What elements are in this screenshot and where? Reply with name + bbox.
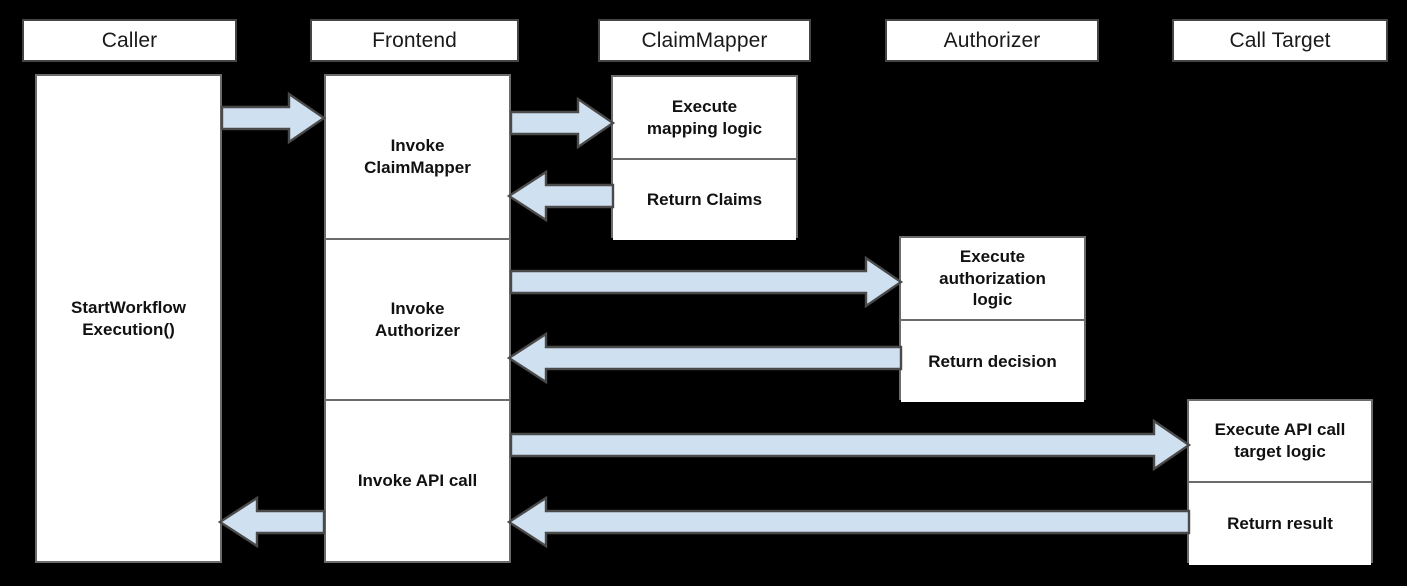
lifeline-calltarget: Execute API call target logic Return res… xyxy=(1187,399,1373,565)
activation-caller-startworkflow[interactable]: StartWorkflow Execution() xyxy=(37,76,220,561)
message-arrow-frontend-to-caller-return xyxy=(217,495,326,549)
message-arrow-frontend-to-authorizer-invoke xyxy=(509,255,904,309)
activation-authorizer-execute-authorization-logic-label: Execute authorization logic xyxy=(939,246,1046,310)
activation-calltarget-return-result-label: Return result xyxy=(1227,514,1333,534)
lane-header-calltarget[interactable]: Call Target xyxy=(1172,19,1388,62)
lane-header-frontend-label: Frontend xyxy=(372,28,457,52)
activation-frontend-invoke-authorizer-label: Invoke Authorizer xyxy=(375,298,460,340)
lifeline-authorizer: Execute authorization logic Return decis… xyxy=(899,236,1086,402)
activation-claimmapper-execute-mapping-logic[interactable]: Execute mapping logic xyxy=(613,77,796,158)
lifeline-frontend: Invoke ClaimMapper Invoke Authorizer Inv… xyxy=(324,74,511,563)
lane-header-caller-label: Caller xyxy=(101,28,158,52)
lane-header-frontend[interactable]: Frontend xyxy=(310,19,519,62)
activation-calltarget-execute-api-call-target-logic-label: Execute API call target logic xyxy=(1214,420,1346,461)
activation-authorizer-return-decision[interactable]: Return decision xyxy=(901,319,1084,402)
activation-frontend-invoke-api-call[interactable]: Invoke API call xyxy=(326,399,509,561)
message-arrow-caller-to-frontend-start xyxy=(220,91,327,145)
activation-frontend-invoke-claimmapper[interactable]: Invoke ClaimMapper xyxy=(326,76,509,238)
message-arrow-claimmapper-to-frontend-return xyxy=(506,169,615,223)
lifeline-claimmapper: Execute mapping logic Return Claims xyxy=(611,75,798,240)
lifeline-caller: StartWorkflow Execution() xyxy=(35,74,222,563)
activation-authorizer-execute-authorization-logic[interactable]: Execute authorization logic xyxy=(901,238,1084,319)
lane-header-calltarget-label: Call Target xyxy=(1229,28,1331,52)
activation-frontend-invoke-authorizer[interactable]: Invoke Authorizer xyxy=(326,238,509,399)
activation-calltarget-return-result[interactable]: Return result xyxy=(1189,481,1371,565)
lane-header-caller[interactable]: Caller xyxy=(22,19,237,62)
lane-header-authorizer-label: Authorizer xyxy=(943,28,1041,52)
activation-authorizer-return-decision-label: Return decision xyxy=(928,351,1057,371)
lane-header-claimmapper-label: ClaimMapper xyxy=(641,28,768,52)
activation-calltarget-execute-api-call-target-logic[interactable]: Execute API call target logic xyxy=(1189,401,1371,481)
message-arrow-authorizer-to-frontend-return xyxy=(506,331,903,385)
message-arrow-frontend-to-calltarget-invoke xyxy=(509,418,1192,472)
activation-claimmapper-execute-mapping-logic-label: Execute mapping logic xyxy=(646,96,763,138)
activation-caller-startworkflow-label: StartWorkflow Execution() xyxy=(71,297,186,339)
message-arrow-frontend-to-claimmapper-invoke xyxy=(509,96,616,150)
activation-frontend-invoke-api-call-label: Invoke API call xyxy=(357,471,478,491)
activation-frontend-invoke-claimmapper-label: Invoke ClaimMapper xyxy=(364,136,471,177)
lane-header-authorizer[interactable]: Authorizer xyxy=(885,19,1099,62)
message-arrow-calltarget-to-frontend-return xyxy=(506,495,1191,549)
lane-header-claimmapper[interactable]: ClaimMapper xyxy=(598,19,811,62)
activation-claimmapper-return-claims[interactable]: Return Claims xyxy=(613,158,796,240)
activation-claimmapper-return-claims-label: Return Claims xyxy=(646,190,763,210)
